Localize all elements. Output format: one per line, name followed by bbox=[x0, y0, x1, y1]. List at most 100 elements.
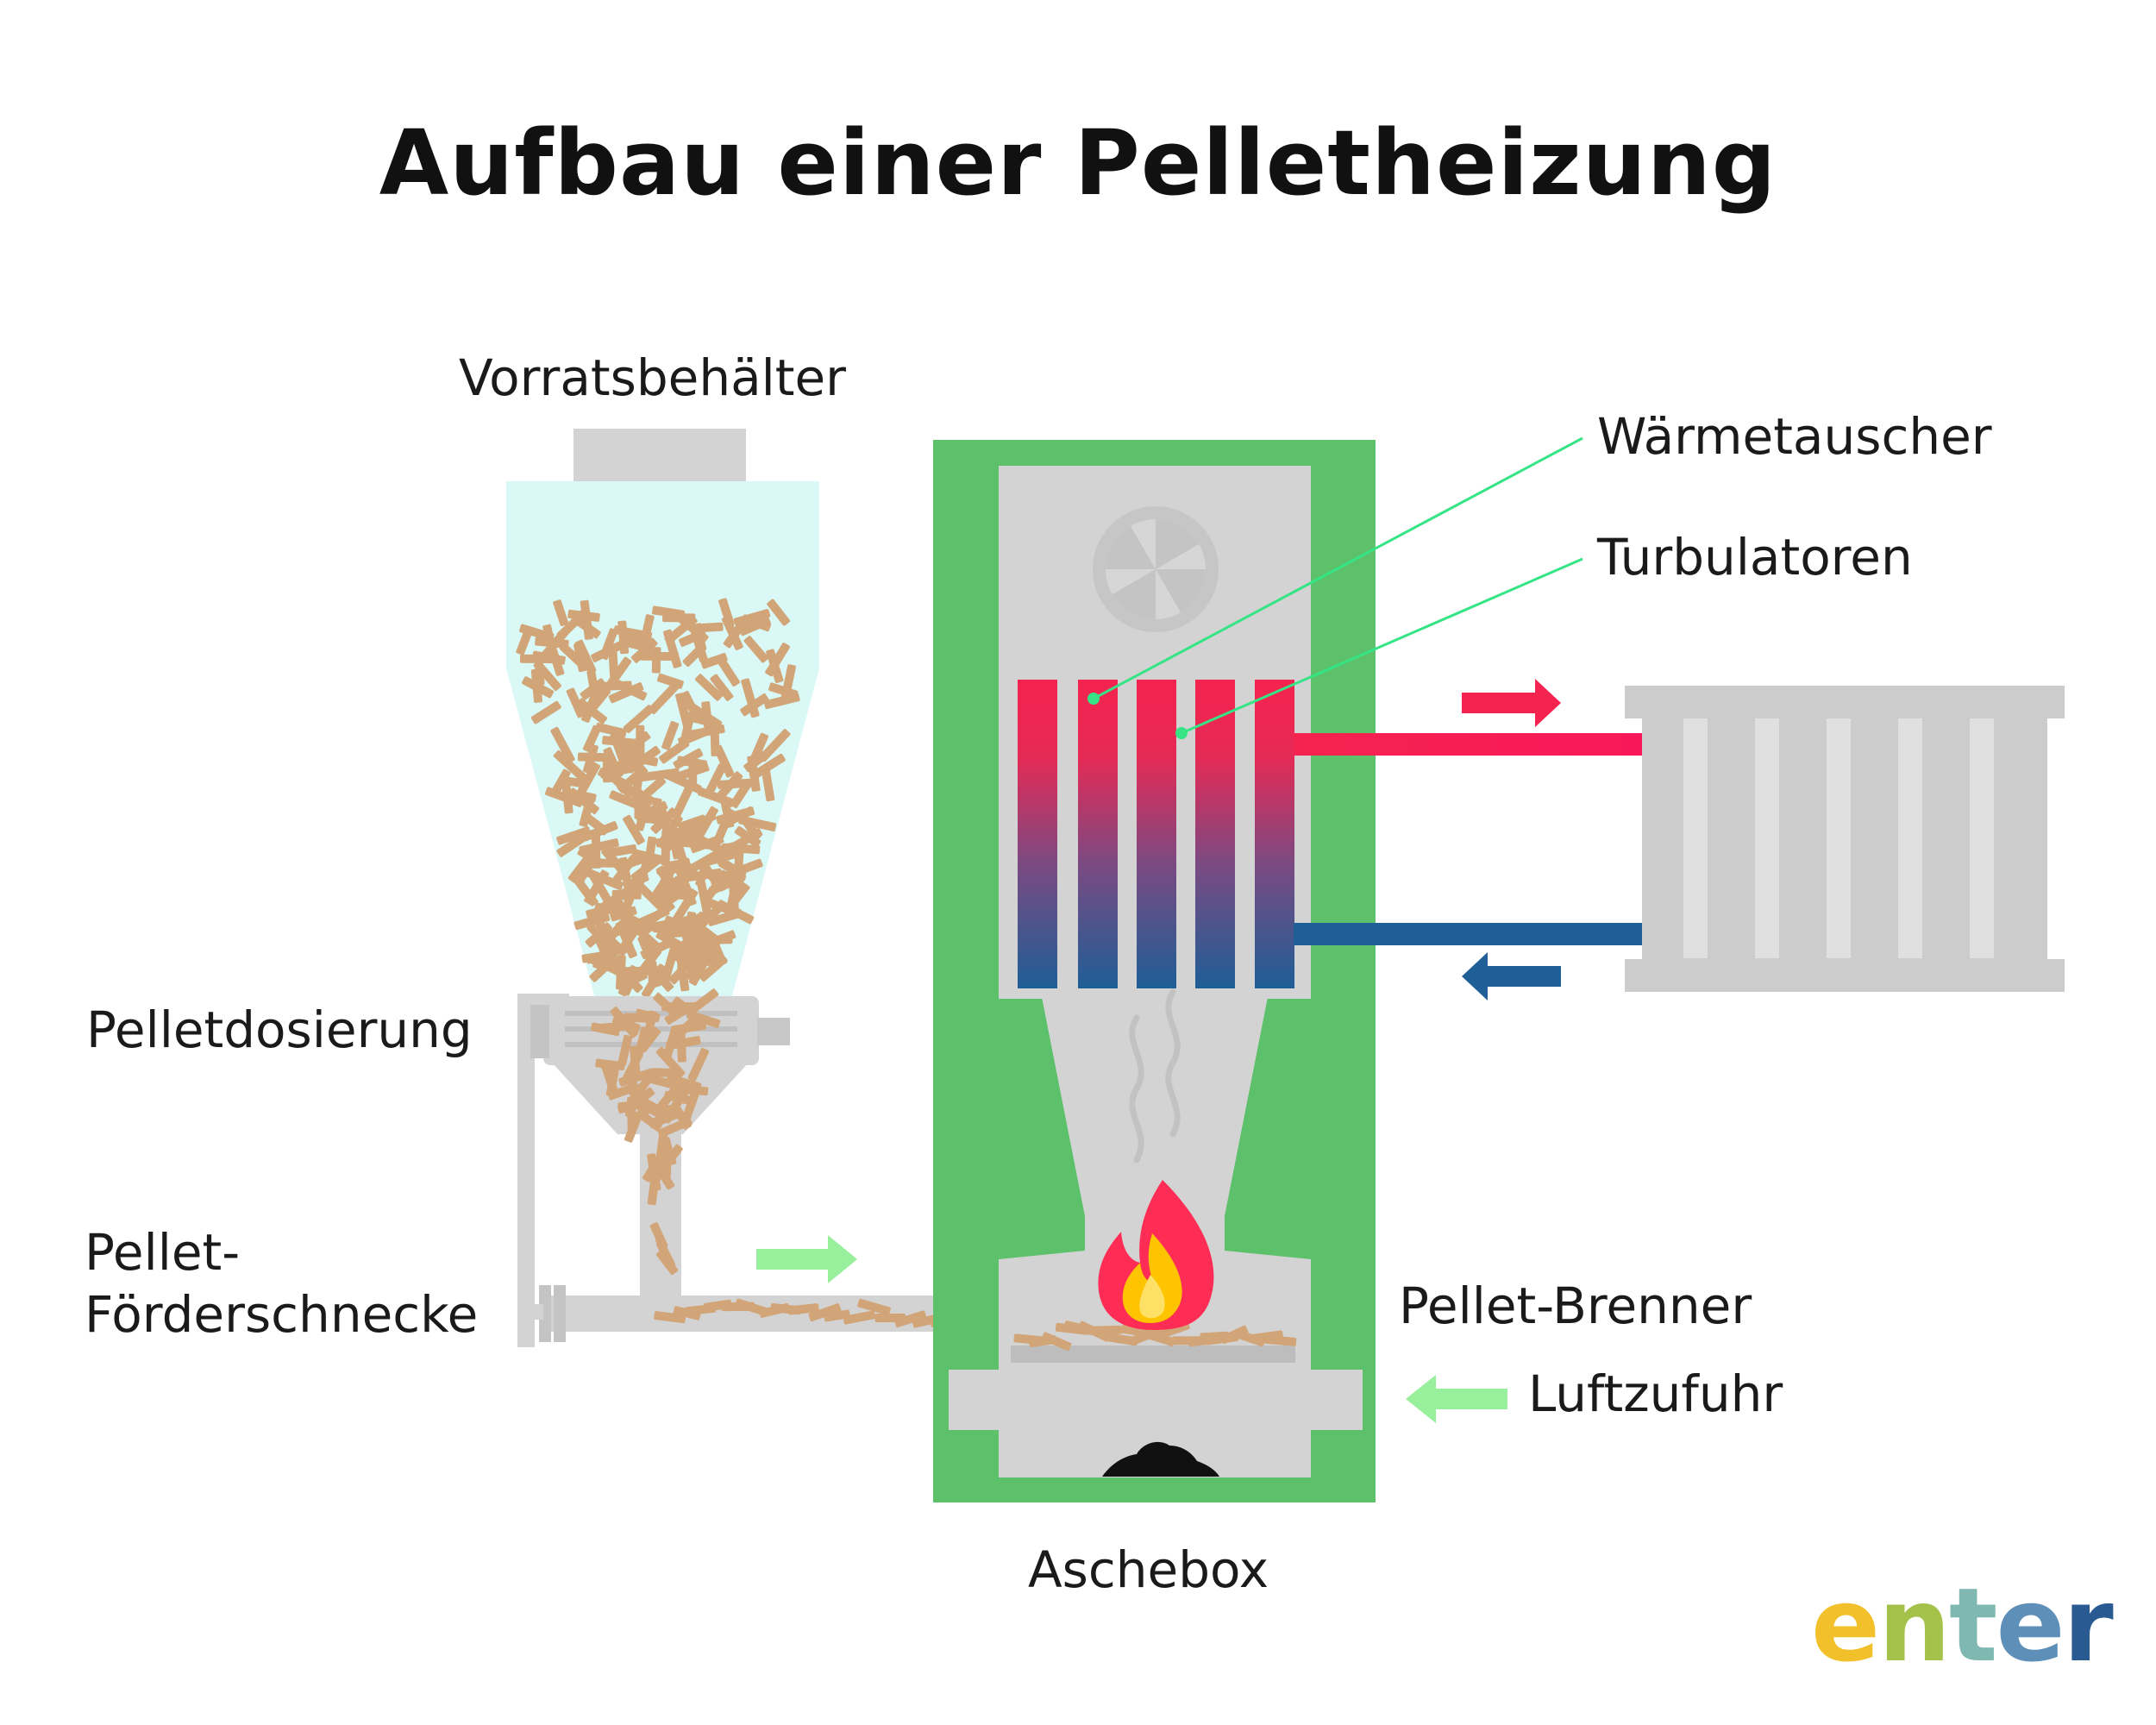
pellet bbox=[653, 864, 676, 900]
pellet bbox=[688, 812, 717, 833]
pellet bbox=[613, 625, 653, 641]
pellet bbox=[574, 639, 597, 674]
pellet bbox=[671, 844, 694, 874]
logo-letter: e bbox=[1811, 1565, 1880, 1684]
boiler bbox=[933, 440, 1376, 1502]
pellet bbox=[787, 1303, 819, 1315]
pellet bbox=[642, 1151, 666, 1182]
air-flow-arrow-icon bbox=[756, 1235, 857, 1283]
pellet bbox=[635, 926, 663, 953]
leader-line-waermetauscher bbox=[1093, 436, 1583, 700]
pellet bbox=[551, 768, 571, 796]
label-pellet-brenner: Pellet-Brenner bbox=[1399, 1276, 1752, 1335]
flame-icon bbox=[1098, 1180, 1214, 1330]
heating-circuit bbox=[756, 679, 1645, 1423]
dosing-flange-right bbox=[757, 1018, 790, 1045]
pellet bbox=[733, 609, 771, 627]
pellet bbox=[530, 700, 561, 724]
leader-dot bbox=[1175, 727, 1188, 739]
pellet bbox=[655, 1249, 679, 1276]
pellet bbox=[608, 844, 637, 857]
exchanger-tube bbox=[1255, 680, 1294, 988]
pellet bbox=[738, 815, 777, 831]
radiator-bottom-bar bbox=[1625, 959, 2065, 992]
pellet bbox=[622, 869, 648, 903]
pellet bbox=[768, 682, 799, 699]
label-turbulatoren: Turbulatoren bbox=[1597, 528, 1913, 586]
return-pipe-cold bbox=[1294, 923, 1645, 945]
auger-end-cap bbox=[554, 1285, 566, 1342]
logo-letter: e bbox=[1996, 1565, 2065, 1684]
label-pelletdosierung: Pelletdosierung bbox=[86, 1000, 473, 1059]
burner-grate bbox=[1011, 1346, 1295, 1363]
pellet bbox=[573, 913, 611, 931]
pellet bbox=[688, 724, 725, 739]
pellet bbox=[671, 787, 693, 819]
pellet bbox=[579, 838, 619, 855]
pellet bbox=[659, 738, 690, 764]
pellet bbox=[624, 1111, 643, 1143]
pellet bbox=[698, 787, 735, 807]
pellet bbox=[741, 678, 760, 718]
pellet bbox=[653, 992, 678, 1016]
enter-logo: enter bbox=[1811, 1565, 2114, 1684]
pellet bbox=[681, 934, 706, 971]
pellet bbox=[718, 598, 735, 627]
pellet bbox=[656, 814, 683, 850]
leader-dot bbox=[1087, 693, 1100, 705]
pellet bbox=[651, 647, 661, 674]
pellet bbox=[590, 1022, 621, 1037]
label-waermetauscher: Wärmetauscher bbox=[1597, 407, 1992, 466]
pellet bbox=[617, 1034, 633, 1066]
exchanger-tube bbox=[1018, 680, 1057, 988]
pellet bbox=[649, 916, 690, 932]
label-vorratsbehaelter: Vorratsbehälter bbox=[459, 348, 847, 407]
pellet bbox=[618, 921, 643, 952]
leader-line-turbulatoren bbox=[1181, 557, 1583, 735]
hot-flow-arrow-icon bbox=[1462, 679, 1561, 727]
pellet bbox=[534, 654, 545, 686]
pellet bbox=[630, 637, 658, 663]
radiator-top-bar bbox=[1625, 686, 2065, 718]
pellet bbox=[743, 636, 769, 663]
pellet bbox=[611, 960, 643, 994]
logo-letter: t bbox=[1949, 1565, 1997, 1684]
pellet bbox=[843, 1310, 876, 1325]
pellet bbox=[699, 955, 728, 982]
pellet bbox=[747, 755, 761, 792]
pellet bbox=[595, 722, 627, 738]
pellet bbox=[600, 1062, 617, 1092]
radiator-fin-gap bbox=[1683, 718, 1708, 958]
pellet bbox=[767, 599, 791, 626]
pellet bbox=[706, 763, 727, 793]
pellet bbox=[701, 869, 730, 905]
pellet bbox=[623, 705, 655, 734]
combustion-funnel bbox=[1042, 997, 1268, 1259]
auger-frame-bottom bbox=[517, 1304, 543, 1320]
label-foerderschnecke-line2: Förderschnecke bbox=[85, 1285, 479, 1344]
pellet bbox=[635, 1008, 661, 1023]
pellet bbox=[566, 687, 586, 718]
heat-exchanger bbox=[1018, 680, 1294, 988]
pellet bbox=[673, 748, 704, 770]
pellet bbox=[759, 729, 791, 762]
pellet bbox=[580, 599, 593, 640]
pellet bbox=[1041, 1332, 1072, 1352]
pellet bbox=[577, 752, 607, 762]
fan-icon bbox=[1093, 506, 1219, 632]
pellet bbox=[672, 996, 698, 1018]
pellet bbox=[694, 674, 724, 701]
pellet bbox=[599, 628, 618, 661]
radiator-fin-gap bbox=[1970, 718, 1994, 958]
air-supply-arrow-icon bbox=[1406, 1375, 1507, 1423]
pellet bbox=[639, 768, 680, 782]
pellet bbox=[586, 669, 600, 702]
pellet bbox=[761, 767, 775, 802]
pellet bbox=[619, 731, 651, 757]
pellet bbox=[582, 821, 618, 842]
pellet bbox=[617, 765, 649, 794]
pellet bbox=[627, 1075, 653, 1106]
pellet bbox=[655, 1046, 686, 1078]
pellet bbox=[655, 884, 691, 912]
pellet bbox=[623, 814, 645, 845]
